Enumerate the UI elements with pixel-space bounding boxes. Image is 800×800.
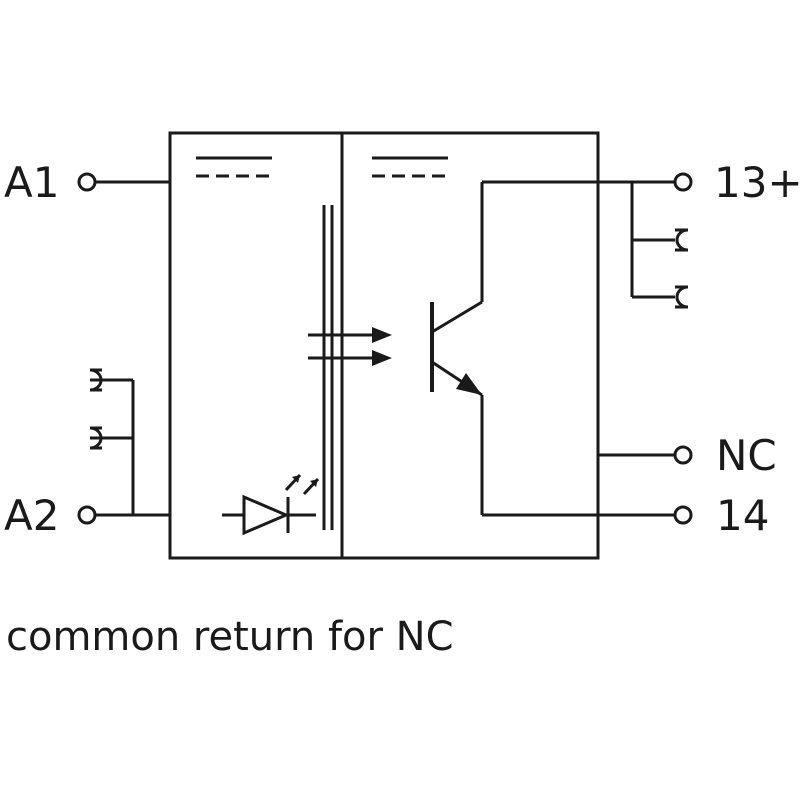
led-diode-icon xyxy=(222,473,320,536)
label-14: 14 xyxy=(716,491,769,540)
light-arrows-icon xyxy=(308,327,392,366)
module-housing xyxy=(168,131,600,560)
dc-symbol-output xyxy=(372,156,448,178)
optical-isolation-barrier xyxy=(322,205,334,530)
dc-symbol-input xyxy=(196,156,272,178)
terminal-14 xyxy=(673,505,693,525)
label-nc: NC xyxy=(716,431,777,480)
terminal-a2 xyxy=(77,505,97,525)
label-a2: A2 xyxy=(4,491,59,540)
a2-bridge-contacts xyxy=(89,368,135,515)
terminal-nc xyxy=(673,445,693,465)
phototransistor-icon xyxy=(430,182,484,515)
terminal-13 xyxy=(673,172,693,192)
13-bridge-contacts xyxy=(630,182,689,309)
diagram-caption: common return for NC xyxy=(6,614,454,660)
label-13: 13+ xyxy=(714,158,800,207)
label-a1: A1 xyxy=(4,158,59,207)
terminal-a1 xyxy=(77,172,97,192)
